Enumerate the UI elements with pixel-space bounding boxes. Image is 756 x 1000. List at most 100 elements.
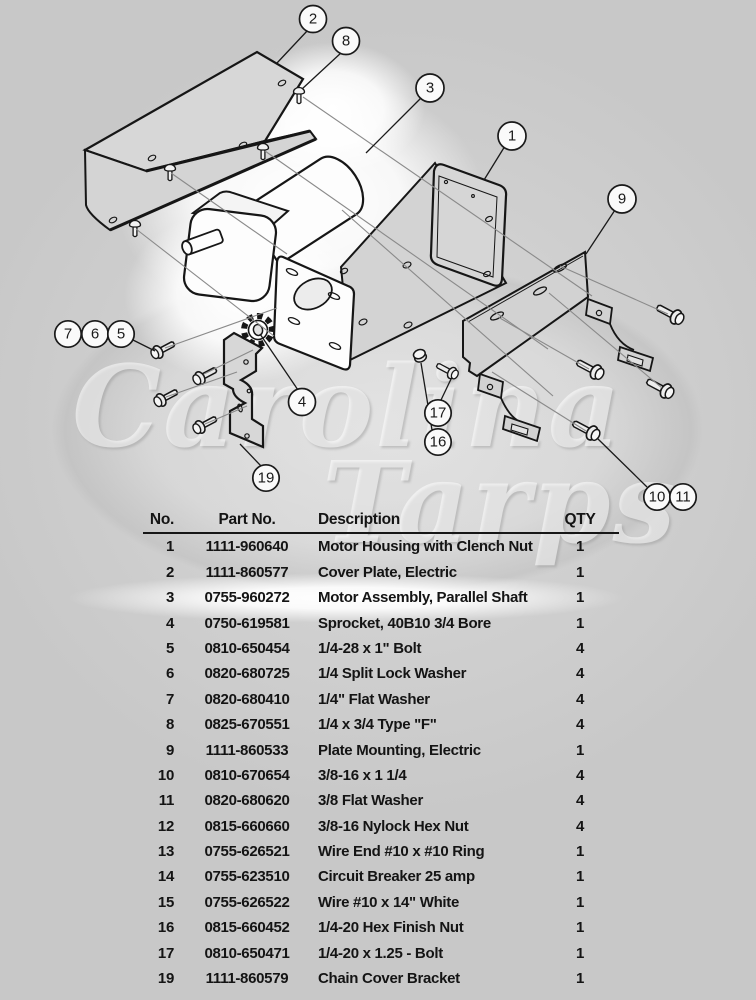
- cell-qty: 4: [575, 665, 585, 683]
- callout-17: 17: [423, 398, 453, 428]
- callout-1: 1: [497, 121, 527, 151]
- cell-part: 0810-650454: [204, 639, 290, 657]
- cell-part: 0820-680410: [204, 690, 290, 708]
- svg-text:2: 2: [309, 11, 317, 28]
- cell-no: 14: [157, 868, 174, 886]
- callouts: 2 8 3 1 9 7 6: [53, 4, 698, 512]
- header-rule: [143, 532, 619, 535]
- cell-part: 0815-660660: [204, 817, 290, 835]
- cell-part: 0755-626521: [204, 843, 290, 861]
- cell-desc: 3/8-16 Nylock Hex Nut: [318, 817, 469, 835]
- screw-type-f: [128, 86, 306, 238]
- callout-3: 3: [415, 73, 445, 103]
- cell-qty: 1: [575, 614, 585, 632]
- cell-desc: Circuit Breaker 25 amp: [318, 868, 475, 886]
- cell-qty: 4: [575, 817, 585, 835]
- cell-qty: 1: [575, 970, 585, 988]
- cell-part: 1111-960640: [205, 538, 289, 556]
- watermark-text-line2: Tarps: [322, 438, 678, 569]
- cell-part: 0750-619581: [204, 614, 290, 632]
- cell-part: 1111-860533: [205, 741, 289, 759]
- svg-text:7: 7: [64, 326, 72, 343]
- callout-8: 8: [331, 26, 361, 56]
- cell-qty: 1: [575, 919, 585, 937]
- callout-11: 11: [668, 482, 698, 512]
- callout-10: 10: [642, 482, 672, 512]
- hex-bolts-right: [571, 304, 685, 442]
- cell-no: 9: [165, 741, 174, 759]
- cell-no: 19: [157, 970, 174, 988]
- cell-qty: 1: [575, 538, 585, 556]
- svg-text:4: 4: [298, 394, 306, 411]
- cell-qty: 1: [575, 563, 585, 581]
- svg-text:5: 5: [117, 326, 125, 343]
- cell-no: 17: [157, 944, 174, 962]
- axis-lines: [135, 96, 669, 432]
- cell-no: 16: [157, 919, 174, 937]
- callout-4: 4: [287, 387, 317, 417]
- cell-desc: 1/4 Split Lock Washer: [318, 665, 467, 683]
- cell-desc: Motor Assembly, Parallel Shaft: [318, 589, 528, 607]
- svg-text:6: 6: [91, 326, 99, 343]
- cell-no: 5: [165, 639, 174, 657]
- leader-lines: [132, 29, 648, 488]
- callout-7: 7: [53, 319, 83, 349]
- cell-part: 1111-860579: [205, 970, 289, 988]
- cell-no: 15: [157, 893, 174, 911]
- cell-no: 7: [165, 690, 174, 708]
- mounting-plate: [462, 250, 655, 443]
- svg-text:1: 1: [508, 128, 516, 145]
- callout-6: 6: [80, 319, 110, 349]
- header-no: No.: [149, 510, 174, 528]
- flange-bolts: [150, 341, 218, 435]
- cell-no: 2: [165, 563, 174, 581]
- cell-no: 1: [165, 538, 174, 556]
- cell-qty: 1: [575, 843, 585, 861]
- cell-desc: 3/8-16 x 1 1/4: [318, 766, 407, 784]
- svg-text:3: 3: [426, 80, 434, 97]
- cell-no: 4: [165, 614, 174, 632]
- cell-part: 0755-623510: [204, 868, 290, 886]
- cell-desc: 1/4-28 x 1" Bolt: [318, 639, 422, 657]
- svg-text:9: 9: [618, 191, 626, 208]
- cell-qty: 1: [575, 589, 585, 607]
- cell-desc: Cover Plate, Electric: [318, 563, 457, 581]
- cover-plate: [82, 50, 318, 232]
- cell-desc: 1/4 x 3/4 Type "F": [318, 716, 437, 734]
- cell-desc: Plate Mounting, Electric: [318, 741, 481, 759]
- cell-desc: Sprocket, 40B10 3/4 Bore: [318, 614, 491, 632]
- svg-text:10: 10: [649, 489, 666, 506]
- table-row: 4 0750-619581 Sprocket, 40B10 3/4 Bore 1: [143, 610, 619, 635]
- cell-part: 0755-960272: [204, 589, 290, 607]
- cell-qty: 1: [575, 893, 585, 911]
- cell-desc: 1/4-20 Hex Finish Nut: [318, 919, 464, 937]
- cell-part: 0810-650471: [204, 944, 290, 962]
- svg-text:11: 11: [675, 489, 691, 506]
- cell-part: 0820-680725: [204, 665, 290, 683]
- svg-text:16: 16: [430, 434, 447, 451]
- cell-part: 0820-680620: [204, 792, 290, 810]
- cell-no: 12: [157, 817, 174, 835]
- small-bolt: [435, 363, 459, 380]
- cell-qty: 4: [575, 639, 585, 657]
- cell-qty: 4: [575, 690, 585, 708]
- output-shaft: [181, 228, 224, 256]
- row-highlight: [68, 571, 672, 625]
- cell-part: 0825-670551: [204, 716, 290, 734]
- callout-16: 16: [423, 427, 453, 457]
- cell-part: 0810-670654: [204, 766, 290, 784]
- header-description: Description: [318, 510, 400, 528]
